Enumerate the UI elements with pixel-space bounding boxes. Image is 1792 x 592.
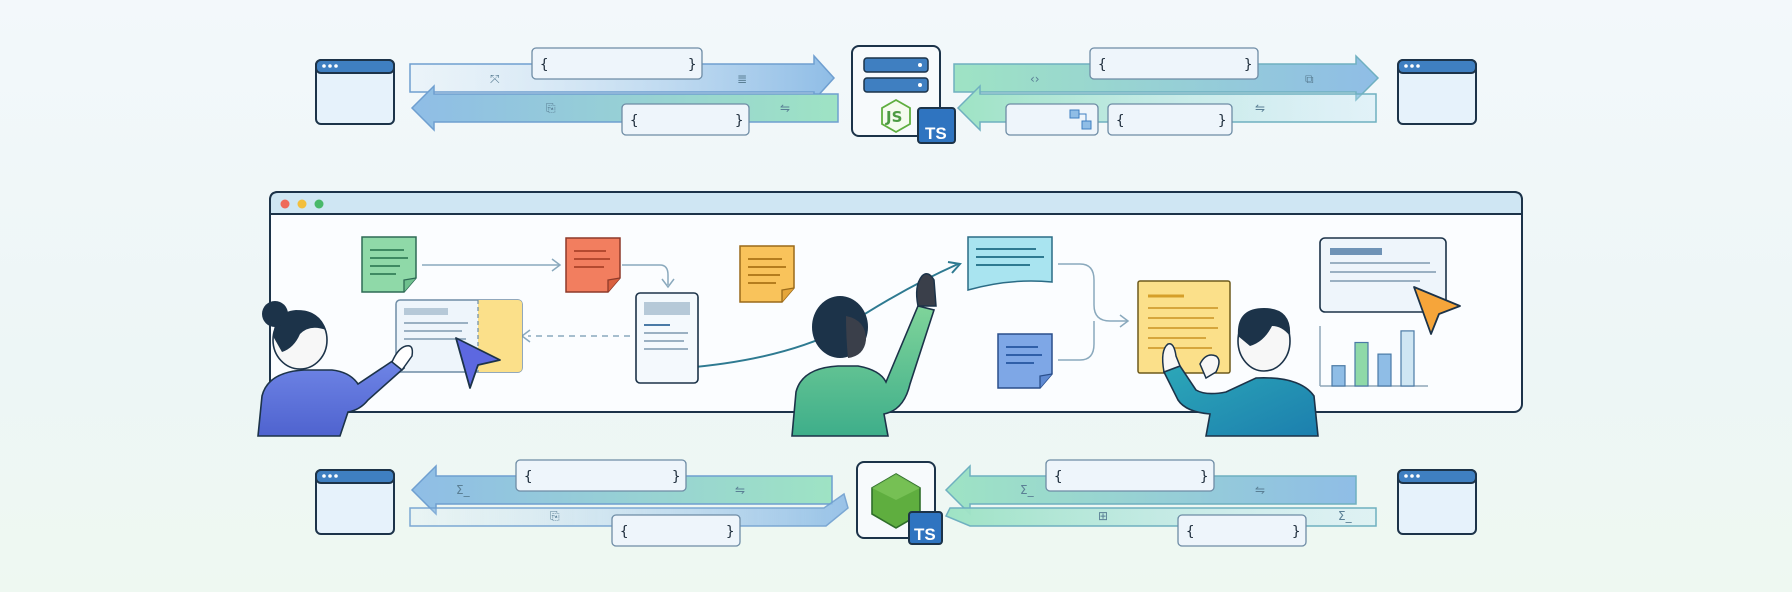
chart-bar <box>1377 353 1392 387</box>
bottom-payload-3: { } <box>1045 459 1215 492</box>
top-payload-2: { } <box>621 103 750 136</box>
grid-glyph-icon: ⊞ <box>1098 509 1108 523</box>
bottom-payload-2: { } <box>611 514 741 547</box>
top-payload-network <box>1005 103 1099 136</box>
sync-glyph-icon: ⇋ <box>1255 483 1265 497</box>
chart-bar <box>1331 365 1346 387</box>
sync-glyph-icon: ⇋ <box>735 483 745 497</box>
top-left-client-window <box>315 59 395 125</box>
svg-text:}: } <box>672 469 680 485</box>
person-left <box>257 301 414 437</box>
svg-text:}: } <box>1292 524 1300 540</box>
copy-glyph-icon: ⧉ <box>1305 72 1314 86</box>
sum-glyph-icon: Σ_ <box>1020 483 1035 497</box>
bottom-right-client-window <box>1397 469 1477 535</box>
person-right <box>1161 308 1319 437</box>
svg-text:}: } <box>726 524 734 540</box>
top-payload-1: { } <box>531 47 703 80</box>
svg-text:}: } <box>1218 113 1226 129</box>
bottom-server-box: TS <box>856 461 943 545</box>
top-right-client-window <box>1397 59 1477 125</box>
svg-text:{: { <box>1098 57 1106 73</box>
bottom-right-response-arrow: ⊞ Σ_ <box>944 507 1377 527</box>
svg-text:}: } <box>1200 469 1208 485</box>
code-glyph-icon: ‹› <box>1030 72 1040 86</box>
board-connectors <box>422 258 1130 361</box>
svg-text:{: { <box>540 57 548 73</box>
person-center <box>791 273 937 437</box>
top-payload-3: { } <box>1089 47 1259 80</box>
js-logo-text: JS <box>885 108 902 126</box>
file-glyph-icon: ⎘ <box>546 101 556 115</box>
bar-chart-icon <box>1319 326 1428 387</box>
chart-bar <box>1354 341 1369 387</box>
sum-glyph-icon: Σ_ <box>456 483 471 497</box>
ts-badge <box>917 107 956 144</box>
sticky-note-orange <box>739 245 795 303</box>
ts-badge-label: TS <box>914 525 936 544</box>
svg-text:{: { <box>1186 524 1194 540</box>
chart-bar <box>1400 330 1415 387</box>
pointer-cursor-icon <box>1413 286 1461 335</box>
svg-text:{: { <box>620 524 628 540</box>
sync-glyph-icon: ⇋ <box>1255 101 1265 115</box>
svg-text:{: { <box>630 113 638 129</box>
sync-glyph-icon: ⇋ <box>780 101 790 115</box>
svg-text:}: } <box>735 113 743 129</box>
top-payload-4: { } <box>1107 103 1233 136</box>
bottom-payload-1: { } <box>515 459 687 492</box>
document-card-split <box>395 299 523 373</box>
document-card-center <box>635 292 699 384</box>
svg-text:}: } <box>1244 57 1252 73</box>
top-server-box: JS TS <box>851 45 956 144</box>
js-hexagon-icon <box>881 98 911 134</box>
file-glyph-icon: ⎘ <box>550 509 560 523</box>
document-card-top-right <box>1319 237 1447 313</box>
sum-glyph-icon: Σ_ <box>1338 509 1353 523</box>
svg-text:{: { <box>1054 469 1062 485</box>
bottom-payload-4: { } <box>1177 514 1307 547</box>
sticky-note-green <box>361 236 417 293</box>
svg-text:}: } <box>688 57 696 73</box>
pointer-cursor-icon <box>455 337 501 389</box>
svg-text:{: { <box>1116 113 1124 129</box>
sticky-note-red <box>565 237 621 293</box>
close-dot-icon <box>280 199 290 209</box>
ts-badge-label: TS <box>925 124 947 143</box>
maximize-dot-icon <box>314 199 324 209</box>
bottom-left-client-window <box>315 469 395 535</box>
sticky-note-blue <box>997 333 1053 389</box>
sticky-note-cyan <box>967 236 1053 291</box>
transfer-glyph-icon: ⤧ <box>490 72 500 86</box>
minimize-dot-icon <box>297 199 307 209</box>
list-glyph-icon: ≣ <box>737 72 747 86</box>
svg-text:{: { <box>524 469 532 485</box>
ts-badge <box>908 511 943 545</box>
